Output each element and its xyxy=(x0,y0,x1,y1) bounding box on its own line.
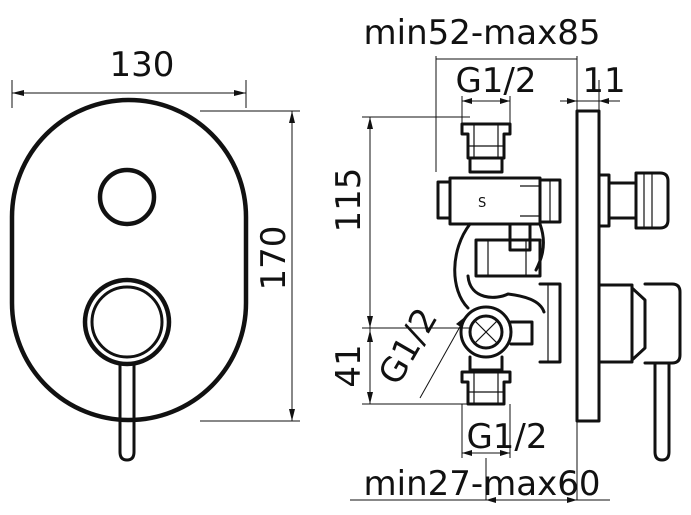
front-view xyxy=(9,97,249,462)
width-label: 130 xyxy=(110,45,175,85)
diverter-knob xyxy=(97,167,157,227)
bottom-thread-label: G1/2 xyxy=(466,417,547,457)
valve-body: S xyxy=(436,176,562,364)
lower-height-dimension: 41 xyxy=(329,328,470,405)
plate-thickness-label: 11 xyxy=(582,61,625,101)
side-outlet-nut xyxy=(459,305,534,359)
mixer-handle-base xyxy=(82,277,172,367)
top-range-label: min52-max85 xyxy=(364,13,601,53)
width-dimension: 130 xyxy=(11,45,247,108)
spindle-upper xyxy=(520,178,562,224)
cover-plate-side xyxy=(575,109,601,423)
top-range-dimension: min52-max85 xyxy=(364,13,601,172)
side-thread-label: G1/2 xyxy=(371,301,446,391)
bottom-outlet-fitting xyxy=(460,355,512,406)
mixer-lever xyxy=(118,363,136,462)
cover-plate-outline xyxy=(9,97,249,423)
top-thread-dimension: G1/2 xyxy=(455,61,537,124)
bottom-range-label: min27-max60 xyxy=(364,464,601,504)
mixer-handle-side xyxy=(597,282,682,462)
bottom-thread-dimension: G1/2 xyxy=(461,404,548,458)
svg-text:S: S xyxy=(478,196,486,211)
top-inlet-fitting xyxy=(460,122,512,174)
side-view: S xyxy=(436,109,682,462)
side-thread-dimension: G1/2 xyxy=(371,301,467,399)
height-dimension: 170 xyxy=(200,110,300,422)
upper-height-dimension: 115 xyxy=(329,116,470,329)
top-thread-label: G1/2 xyxy=(455,61,536,101)
height-label: 170 xyxy=(254,226,294,291)
lower-height-label: 41 xyxy=(329,344,369,387)
bottom-range-dimension: min27-max60 xyxy=(350,421,610,504)
diverter-knob-side xyxy=(597,171,670,230)
plate-thickness-dimension: 11 xyxy=(560,61,626,112)
upper-height-label: 115 xyxy=(329,168,369,233)
mixer-handle-inner xyxy=(90,285,164,359)
